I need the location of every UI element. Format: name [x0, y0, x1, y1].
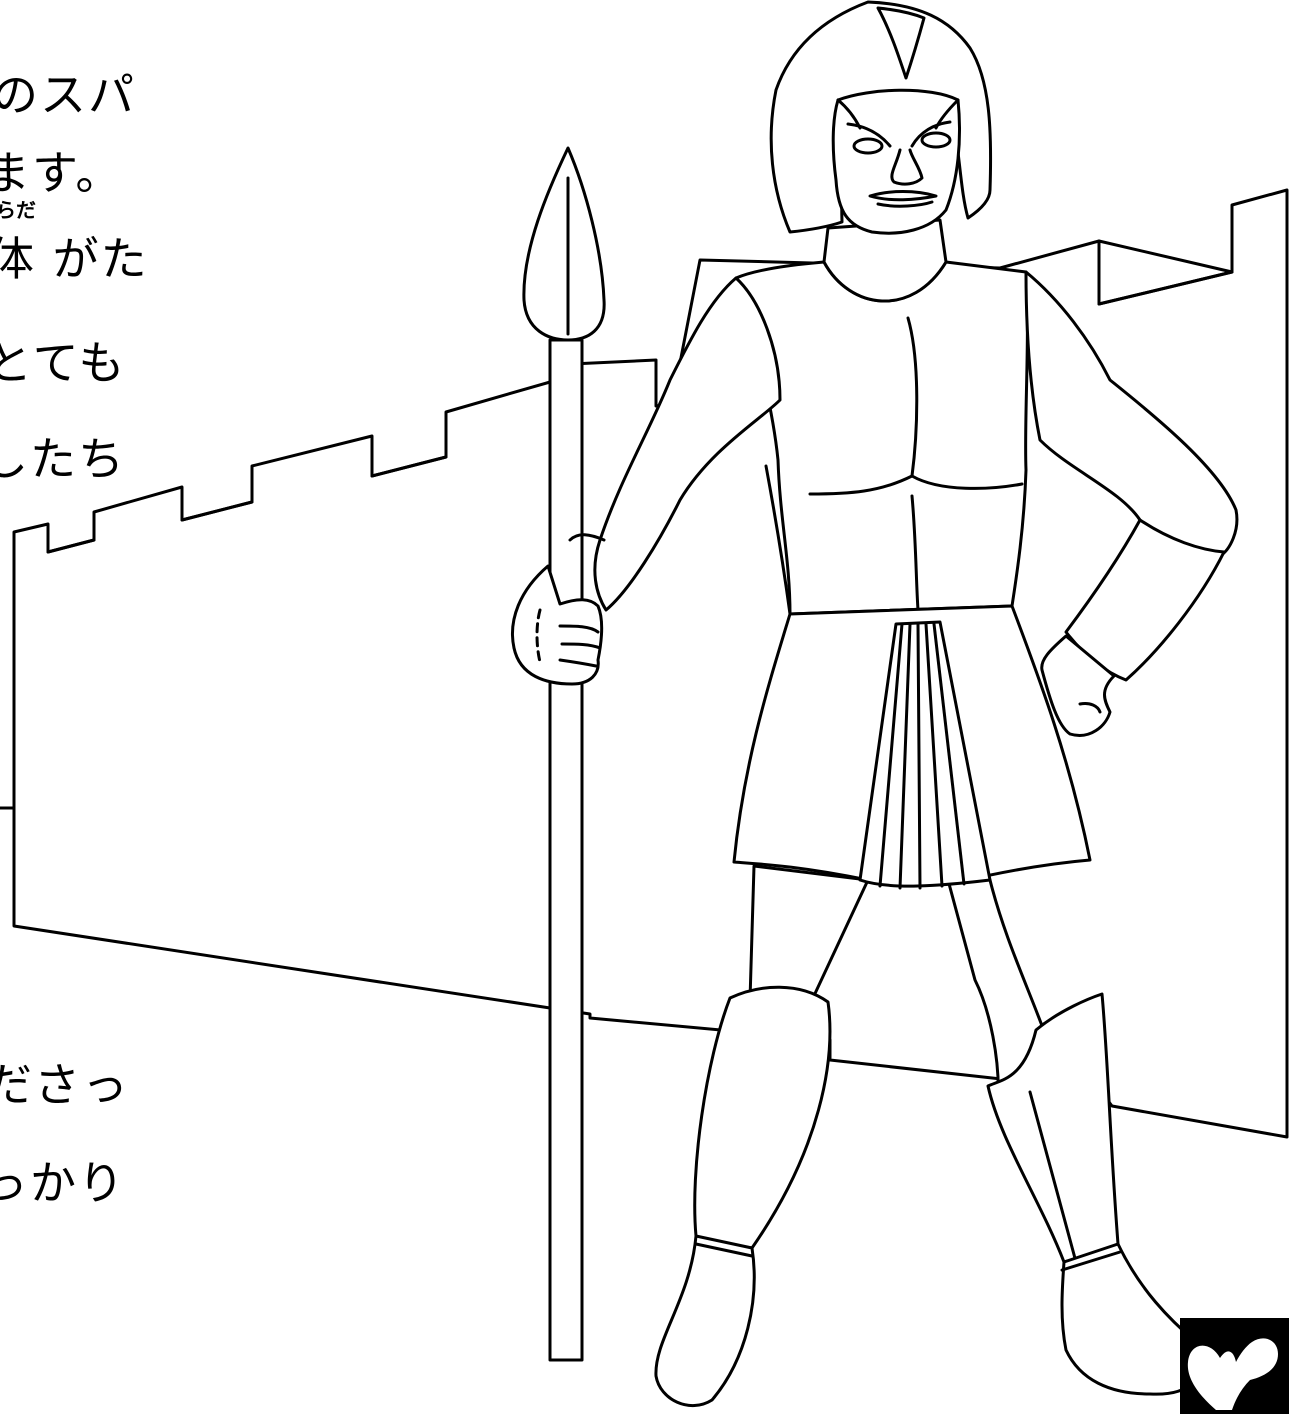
soldier-legs [654, 864, 1201, 1408]
story-text-line-7: っかり [0, 1156, 126, 1210]
heart-icon [1187, 1338, 1278, 1410]
story-text-line-2: ます。 [0, 146, 124, 200]
furigana-karada: らだ [0, 198, 36, 222]
story-text-line-3: 体 がた [0, 232, 149, 286]
logo-badge [1180, 1318, 1289, 1414]
story-text-line-4: とても [0, 336, 127, 390]
story-text-line-5: したち [0, 432, 126, 486]
soldier-torso [732, 218, 1092, 890]
soldier-arms [511, 270, 1239, 737]
spear [522, 146, 606, 1362]
soldier-head [769, 0, 993, 235]
story-text-line-1: のスパ [0, 68, 136, 122]
story-text-line-6: ださっ [0, 1058, 130, 1112]
